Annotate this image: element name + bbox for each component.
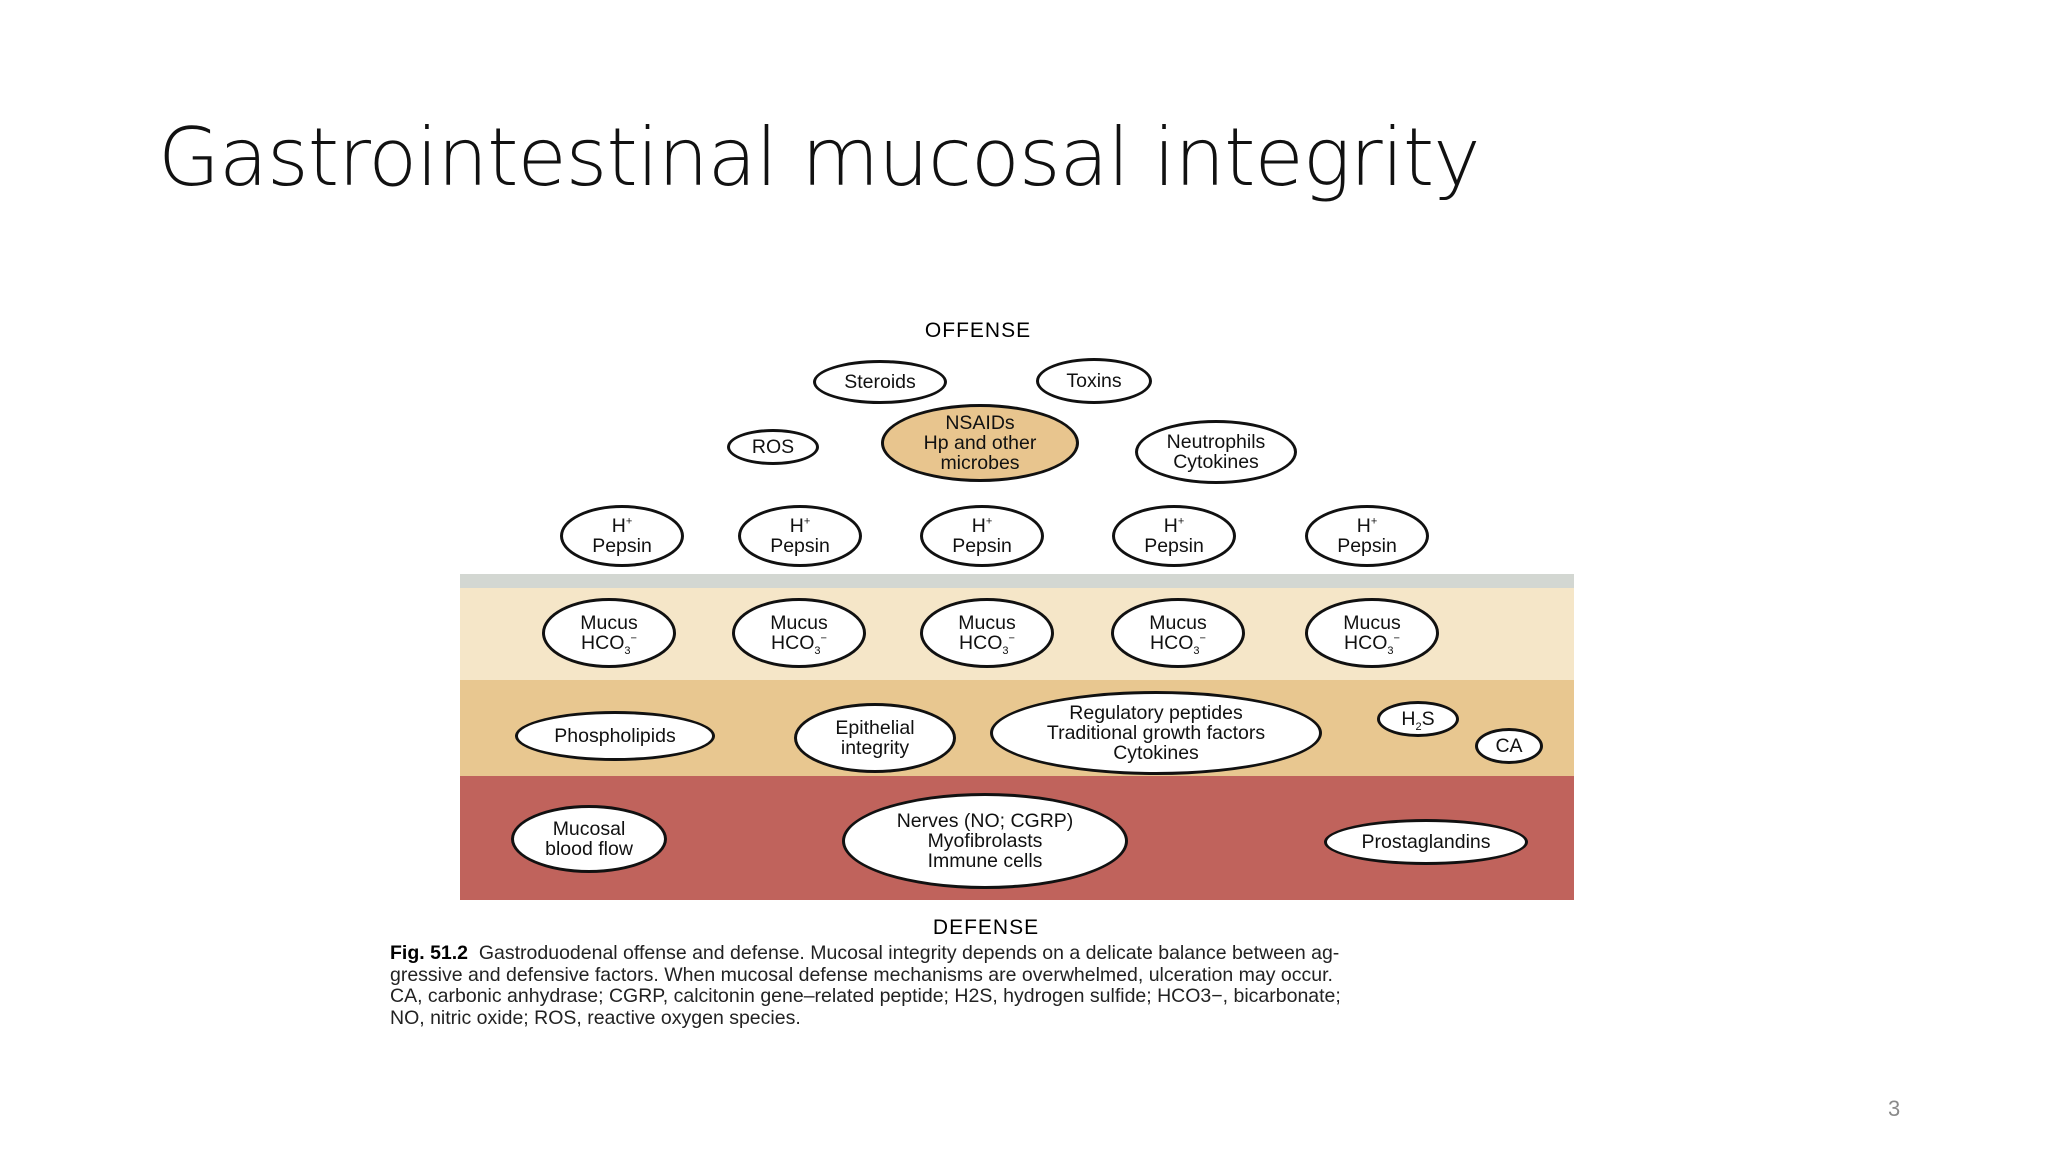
node-line: HCO3− xyxy=(1150,632,1206,657)
node-line: HCO3− xyxy=(959,632,1015,657)
defense-factor-mucosal-blood-flow: Mucosal blood flow xyxy=(511,805,667,873)
caption-line: Fig. 51.2 Gastroduodenal offense and def… xyxy=(390,942,1650,965)
offense-factor-nsaids: NSAIDs Hp and other microbes xyxy=(881,404,1079,482)
node-line: H+ xyxy=(1163,515,1185,537)
acid-pepsin-node: H+ Pepsin xyxy=(920,505,1044,567)
acid-pepsin-node: H+ Pepsin xyxy=(1112,505,1236,567)
node-line: Pepsin xyxy=(770,535,830,557)
defense-factor-nerves: Nerves (NO; CGRP) Myofibrolasts Immune c… xyxy=(842,793,1128,889)
node-line: Hp and other xyxy=(923,432,1037,454)
node-line: Mucus xyxy=(770,612,828,634)
node-line: H2S xyxy=(1401,708,1435,733)
node-line: ROS xyxy=(751,436,795,458)
node-line: Phospholipids xyxy=(554,725,676,747)
acid-pepsin-node: H+ Pepsin xyxy=(1305,505,1429,567)
node-line: Immune cells xyxy=(927,850,1043,872)
defense-factor-prostaglandins: Prostaglandins xyxy=(1324,819,1528,865)
node-line: Mucus xyxy=(580,612,638,634)
node-line: CA xyxy=(1495,735,1523,757)
node-line: Regulatory peptides xyxy=(1069,702,1243,724)
node-line: Cytokines xyxy=(1113,742,1199,764)
node-line: H+ xyxy=(1356,515,1378,537)
defense-factor-carbonic-anhydrase: CA xyxy=(1475,728,1543,764)
mucus-bicarbonate-node: Mucus HCO3− xyxy=(1111,598,1245,668)
acid-pepsin-node: H+ Pepsin xyxy=(560,505,684,567)
node-line: Toxins xyxy=(1066,370,1122,392)
node-line: HCO3− xyxy=(581,632,637,657)
node-line: Epithelial xyxy=(835,717,915,739)
node-line: H+ xyxy=(789,515,811,537)
node-line: Myofibrolasts xyxy=(927,830,1043,852)
caption-line: gressive and defensive factors. When muc… xyxy=(390,963,1333,986)
offense-factor-toxins: Toxins xyxy=(1036,358,1152,404)
slide-title: Gastrointestinal mucosal integrity xyxy=(158,111,1481,204)
surface-layer xyxy=(460,574,1574,588)
node-line-text: H+ xyxy=(611,515,633,537)
caption-text: Gastroduodenal offense and defense. Muco… xyxy=(478,942,1340,964)
node-line: HCO3− xyxy=(771,632,827,657)
figure-caption: Fig. 51.2 Gastroduodenal offense and def… xyxy=(390,942,1650,1029)
defense-factor-regulatory-peptides: Regulatory peptides Traditional growth f… xyxy=(990,691,1322,775)
caption-line: NO, nitric oxide; ROS, reactive oxygen s… xyxy=(390,1006,801,1029)
defense-factor-epithelial-integrity: Epithelial integrity xyxy=(794,703,956,773)
node-line: Prostaglandins xyxy=(1361,831,1491,853)
mucus-bicarbonate-node: Mucus HCO3− xyxy=(732,598,866,668)
node-line: blood flow xyxy=(545,838,633,860)
node-line: Steroids xyxy=(844,371,916,393)
defense-label: DEFENSE xyxy=(932,916,1040,939)
page-number: 3 xyxy=(1888,1096,1901,1121)
mucus-bicarbonate-node: Mucus HCO3− xyxy=(1305,598,1439,668)
mucus-bicarbonate-node: Mucus HCO3− xyxy=(542,598,676,668)
node-line: Pepsin xyxy=(952,535,1012,557)
node-line: Pepsin xyxy=(1144,535,1204,557)
node-line: H+ xyxy=(612,516,633,536)
acid-pepsin-node: H+ Pepsin xyxy=(738,505,862,567)
offense-factor-ros: ROS xyxy=(727,429,819,465)
node-line: Traditional growth factors xyxy=(1046,722,1266,744)
node-line: Cytokines xyxy=(1173,451,1259,473)
offense-label: OFFENSE xyxy=(924,319,1032,342)
node-line: H+ xyxy=(971,515,993,537)
node-line: microbes xyxy=(940,452,1020,474)
node-line: Neutrophils xyxy=(1166,431,1266,453)
offense-factor-neutrophils: Neutrophils Cytokines xyxy=(1135,420,1297,484)
node-line: Pepsin xyxy=(1337,535,1397,557)
caption-line: CA, carbonic anhydrase; CGRP, calcitonin… xyxy=(390,985,1341,1007)
node-line: Mucus xyxy=(1149,612,1207,634)
offense-factor-steroids: Steroids xyxy=(813,360,947,404)
node-line: Mucus xyxy=(958,612,1016,634)
defense-factor-phospholipids: Phospholipids xyxy=(515,711,715,761)
defense-factor-h2s: H2S xyxy=(1377,701,1459,737)
node-line: NSAIDs xyxy=(945,412,1015,434)
node-line: integrity xyxy=(840,737,910,759)
node-line: HCO3− xyxy=(1344,632,1400,657)
node-line: Pepsin xyxy=(592,535,652,557)
mucus-bicarbonate-node: Mucus HCO3− xyxy=(920,598,1054,668)
caption-label: Fig. 51.2 xyxy=(390,942,469,964)
node-line: Mucosal xyxy=(552,818,626,840)
node-line: Mucus xyxy=(1343,612,1401,634)
node-line: Nerves (NO; CGRP) xyxy=(896,810,1074,832)
